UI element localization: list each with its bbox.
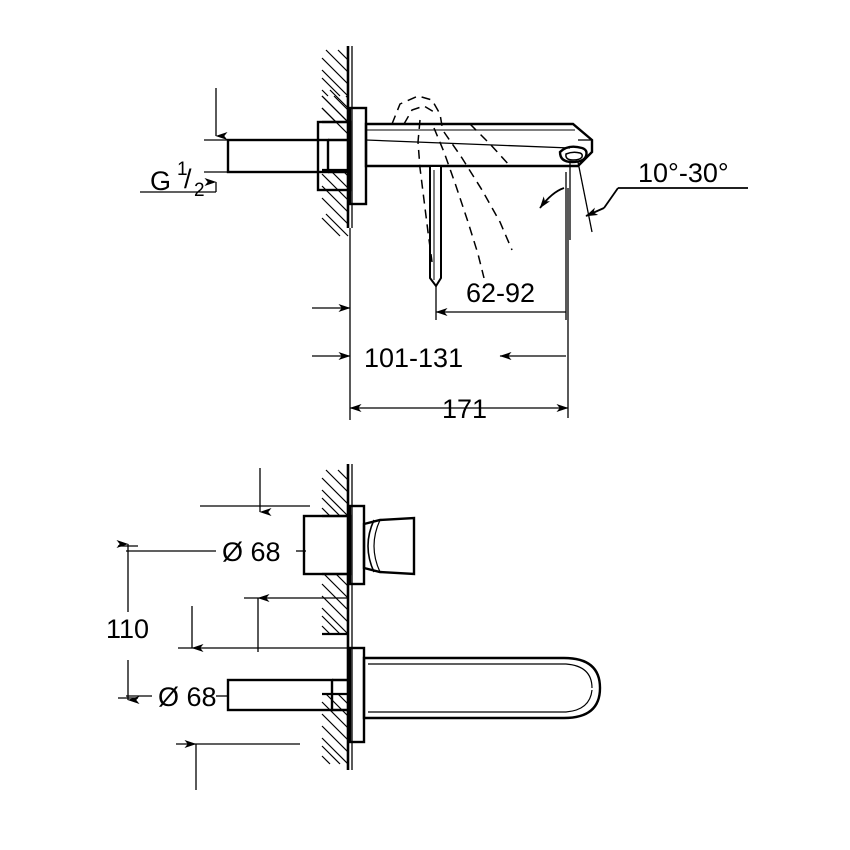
- wall-section-upper: [321, 46, 353, 420]
- dim-diameter-lower-label: Ø 68: [158, 682, 217, 712]
- upper-view-side-elevation: G 1 / 2 10°-30° 62-92 101-131: [140, 46, 748, 424]
- wall-hatch-lower-c: [321, 693, 349, 765]
- dim-diameter-upper: [126, 468, 310, 552]
- thread-dimension-callout: [140, 88, 228, 193]
- spout-unit-lower: [226, 646, 602, 744]
- dim-110-label: 110: [106, 614, 149, 644]
- inlet-connector-upper: [226, 120, 352, 192]
- thread-label-slash: /: [184, 164, 192, 194]
- wall-hatch-upper-lower: [321, 169, 349, 237]
- dim-171-label: 171: [442, 394, 487, 424]
- lever-handle-phantom-positions: [391, 95, 513, 279]
- wall-hatch-lower-b: [321, 573, 349, 635]
- dim-110: [116, 540, 140, 704]
- angle-callout-leaders: [539, 161, 748, 240]
- handle-unit-lower: [302, 504, 416, 586]
- lower-view-front-elevation: Ø 68 Ø 68 110: [106, 464, 602, 790]
- dim-62-92-label: 62-92: [466, 278, 535, 308]
- dim-171: [349, 188, 569, 418]
- dim-diameter-lower: [126, 695, 300, 790]
- thread-label-numerator: 1: [177, 159, 188, 180]
- angle-range-label: 10°-30°: [638, 158, 729, 188]
- dim-101-131-label: 101-131: [364, 343, 463, 373]
- dim-101-131: [312, 304, 566, 360]
- thread-label-denominator: 2: [194, 180, 205, 201]
- spout-body-upper: [364, 122, 594, 168]
- dim-62-92: [435, 172, 567, 320]
- thread-label-prefix: G: [150, 166, 171, 196]
- lever-handle-upper: [429, 165, 442, 288]
- dim-diameter-upper-label: Ø 68: [222, 537, 281, 567]
- wall-section-lower: [321, 464, 353, 770]
- mid-reference-arrows: [178, 594, 348, 652]
- wall-hatch-lower-a: [321, 469, 349, 517]
